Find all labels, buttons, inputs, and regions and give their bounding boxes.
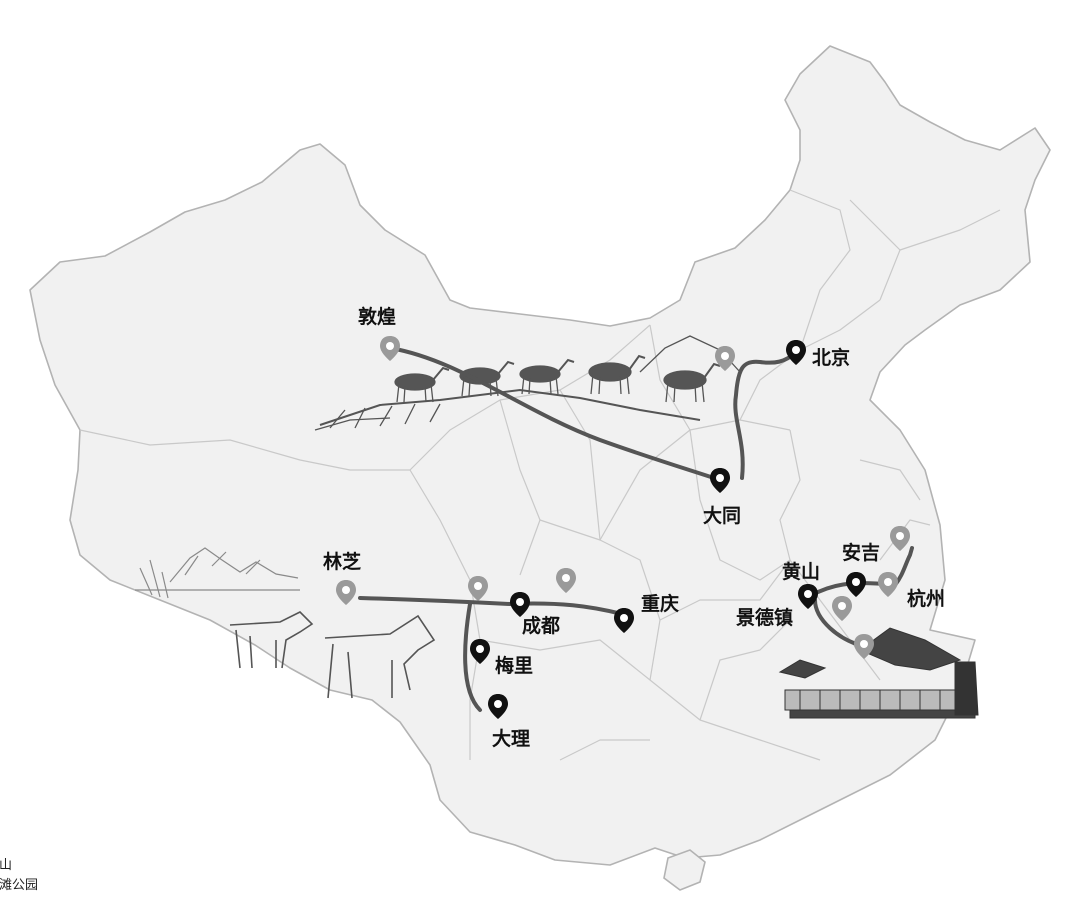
travel-routes bbox=[358, 346, 914, 712]
horse-sketch bbox=[229, 611, 436, 699]
route-dunhuang-datong bbox=[388, 346, 722, 482]
route-linzhi-chongqing bbox=[358, 596, 624, 616]
pavilion-sketch bbox=[778, 627, 979, 719]
city-label-linzhi: 林芝 bbox=[323, 550, 361, 573]
route-datong-beijing bbox=[733, 351, 797, 480]
legend-list: 石山 江滩公园 bbox=[0, 856, 52, 896]
mountain-sketch bbox=[135, 547, 300, 599]
island-outline bbox=[663, 849, 706, 891]
city-label-dunhuang: 敦煌 bbox=[358, 305, 396, 328]
province-borders bbox=[79, 189, 1001, 761]
legend-item: 江滩公园 bbox=[0, 878, 39, 893]
country-outline bbox=[29, 45, 1051, 866]
city-labels: 敦煌 北京 大同 林芝 成都 重庆 梅里 大理 黄山 安吉 景德镇 杭州 bbox=[323, 305, 945, 750]
city-label-chengdu: 成都 bbox=[522, 614, 560, 637]
city-label-jingdezhen: 景德镇 bbox=[736, 606, 793, 629]
city-label-datong: 大同 bbox=[703, 504, 741, 527]
route-meili-dali bbox=[463, 602, 482, 712]
city-label-anji: 安吉 bbox=[842, 541, 880, 564]
camel-caravan-sketch bbox=[314, 335, 741, 431]
city-label-dali: 大理 bbox=[492, 727, 530, 750]
city-label-chongqing: 重庆 bbox=[641, 592, 679, 615]
city-label-hangzhou: 杭州 bbox=[907, 587, 945, 610]
legend-item: 石山 bbox=[0, 858, 13, 873]
city-label-meili: 梅里 bbox=[495, 654, 533, 677]
city-label-beijing: 北京 bbox=[812, 346, 850, 369]
city-label-huangshan: 黄山 bbox=[782, 560, 820, 583]
